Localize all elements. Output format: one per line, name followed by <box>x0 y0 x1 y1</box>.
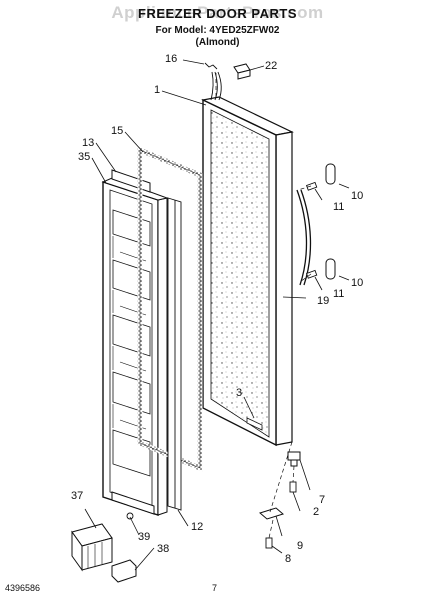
callout-8: 8 <box>285 553 291 565</box>
callout-13: 13 <box>82 137 94 149</box>
bottom-screw <box>265 537 273 549</box>
document-number: 4396586 <box>5 583 41 593</box>
door-gasket <box>137 146 203 472</box>
callout-1: 1 <box>154 84 160 96</box>
alignment-lines <box>215 73 312 539</box>
bin-bracket <box>111 559 137 583</box>
door-handle <box>296 189 312 286</box>
breaker-strip <box>167 197 182 511</box>
callout-10-lower: 10 <box>351 277 363 289</box>
callout-11-upper: 11 <box>333 201 344 213</box>
shelf-bin <box>71 523 113 572</box>
connector-block <box>233 63 251 80</box>
model-subtitle: For Model: 4YED25ZFW02 <box>155 25 280 36</box>
door-liner <box>101 169 169 516</box>
bottom-hinge-plate <box>258 507 285 520</box>
leader-lines <box>84 59 350 571</box>
callout-10-upper: 10 <box>351 190 363 202</box>
watermark: AppliancePartsPros.com <box>111 3 324 22</box>
callout-37: 37 <box>71 490 83 502</box>
callout-7: 7 <box>319 494 325 506</box>
callout-11-lower: 11 <box>333 288 344 300</box>
color-subtitle: (Almond) <box>195 37 240 48</box>
handle-screw-upper <box>305 181 318 191</box>
callout-2: 2 <box>313 506 319 518</box>
callout-12: 12 <box>191 521 203 533</box>
hinge-assembly <box>287 451 301 467</box>
hinge-screw <box>289 481 297 493</box>
diagram-title: FREEZER DOOR PARTS <box>138 6 297 21</box>
outer-door-panel <box>201 96 294 447</box>
handle-cap-upper <box>325 163 336 185</box>
page-number: 7 <box>212 583 218 593</box>
wire-harness <box>204 62 222 101</box>
callout-22: 22 <box>265 60 277 72</box>
callout-19: 19 <box>317 295 329 307</box>
handle-screw-lower <box>305 269 318 279</box>
callout-3: 3 <box>236 387 242 399</box>
handle-cap-lower <box>325 258 336 280</box>
callout-39: 39 <box>138 531 150 543</box>
callout-9: 9 <box>297 540 303 552</box>
callout-16: 16 <box>165 53 177 65</box>
callout-38: 38 <box>157 543 169 555</box>
door-stop-screw <box>126 512 134 520</box>
callout-35: 35 <box>78 151 90 163</box>
callout-15: 15 <box>111 125 123 137</box>
